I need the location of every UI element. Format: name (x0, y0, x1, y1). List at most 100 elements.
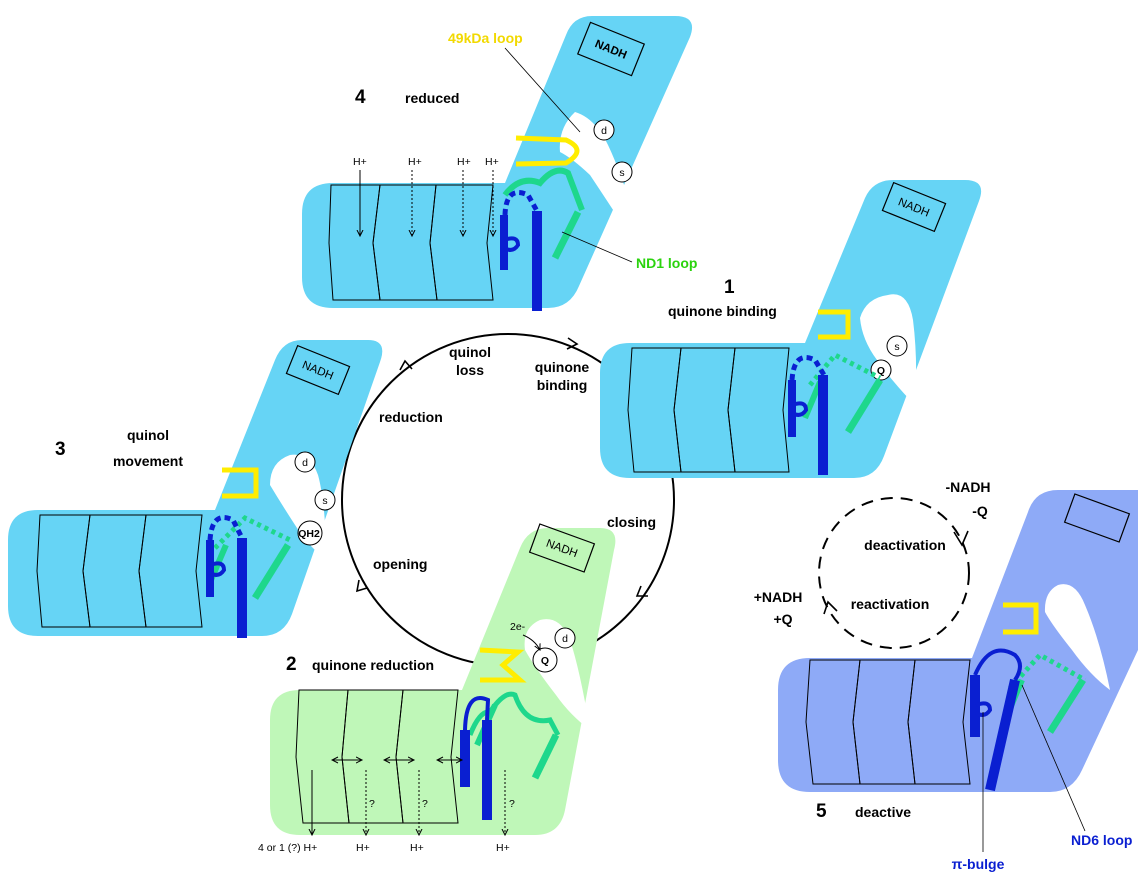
membrane-arm-shape (600, 180, 982, 478)
state-title: quinone reduction (312, 657, 434, 673)
unknown-mark: ? (369, 798, 375, 810)
state-title: deactive (855, 804, 911, 820)
proton-label: H+ (457, 156, 471, 168)
deact-label-reactivation: reactivation (851, 596, 930, 612)
site-d-label: d (562, 633, 568, 645)
membrane-subunit (907, 659, 971, 785)
state-number: 3 (55, 439, 66, 460)
nd1-helix (845, 378, 883, 434)
deactivation-arrowhead (953, 530, 969, 547)
callout-nd1-leader (561, 231, 633, 263)
state-title: quinone binding (668, 303, 777, 319)
site-s-circle (611, 161, 633, 183)
membrane-subunit (138, 514, 203, 628)
quinone-circle (870, 359, 892, 381)
nd1-loop (467, 691, 561, 737)
callout-nd6-leader (1021, 684, 1086, 832)
deact-minus-q: -Q (972, 503, 988, 519)
quinone-cavity (524, 619, 590, 730)
reactivation-arrowhead (823, 600, 838, 615)
pi-bulge (503, 236, 521, 252)
membrane-arm-shape (778, 490, 1138, 792)
nd6-helix-long (532, 211, 542, 311)
nd6-loop-dashed (789, 355, 827, 381)
quinone-circle (532, 647, 558, 673)
state-number: 5 (816, 801, 827, 822)
state-2-quinone-reduction: NADH d Q 2e- ? ? ? 4 or 1 (?) H+ H+ H+ H… (258, 523, 616, 854)
cycle-label-closing: closing (607, 514, 656, 530)
cycle-label-quinone-binding-2: binding (537, 377, 588, 393)
empty-nadh-box (1063, 493, 1131, 543)
site-d-circle (294, 451, 316, 473)
deactivation-cycle: -NADH -Q deactivation reactivation +NADH… (754, 479, 991, 649)
state-number: 1 (724, 277, 735, 298)
quinol-circle (297, 520, 323, 546)
state-number: 4 (355, 87, 366, 108)
cycle-label-quinol-loss-2: loss (456, 362, 484, 378)
cycle-label-opening: opening (373, 556, 427, 572)
cycle-label-quinone-binding-1: quinone (535, 359, 590, 375)
nd1-helix (531, 733, 560, 780)
proton-label: H+ (410, 842, 424, 854)
nd1-loop-dashed (213, 514, 292, 550)
unknown-mark: ? (422, 798, 428, 810)
unknown-mark: ? (509, 798, 515, 810)
proton-label: H+ (408, 156, 422, 168)
proton-label: H+ (496, 842, 510, 854)
nd6-loop-dashed (502, 190, 540, 216)
membrane-arm-shape (8, 340, 383, 636)
nd1-loop-dashed (808, 351, 882, 387)
nd6-helix-long (237, 538, 247, 638)
site-s-circle (314, 489, 336, 511)
nadh-box (285, 344, 351, 396)
deact-minus-nadh: -NADH (945, 479, 990, 495)
cycle-arrowhead-top (566, 337, 579, 350)
nd6-loop-dashed (207, 515, 245, 541)
site-s-label: s (619, 167, 624, 179)
callout-49kda-leader (504, 47, 581, 133)
nd6-helix-short (788, 380, 796, 437)
cycle-label-quinol-loss-1: quinol (449, 344, 491, 360)
nd6-helix-tilted (985, 678, 1020, 792)
membrane-subunit (727, 347, 790, 473)
state-3-quinol-movement: NADH d s QH2 3 quinol movement (8, 340, 383, 638)
nd1-loop (502, 167, 585, 212)
deact-plus-nadh: +NADH (754, 589, 803, 605)
nadh-box (528, 523, 596, 573)
nd6-helix-long (818, 375, 828, 475)
state-1-quinone-binding: NADH s Q 1 quinone binding (600, 180, 982, 478)
pi-bulge (791, 401, 809, 417)
deactivation-ring (818, 497, 970, 649)
site-d-circle (554, 627, 576, 649)
callout-nd6-loop: ND6 loop (1071, 832, 1132, 848)
quinol-label: QH2 (298, 528, 320, 540)
state-title-line2: movement (113, 453, 183, 469)
cycle-label-reduction: reduction (379, 409, 443, 425)
quinone-cavity (559, 112, 647, 262)
nadh-box (576, 21, 646, 77)
electron-arrow (522, 634, 540, 650)
proton-label: H+ (485, 156, 499, 168)
site-d-label: d (601, 125, 607, 137)
site-s-circle (886, 335, 908, 357)
nd1-helix (252, 543, 291, 600)
proton-label: H+ (353, 156, 367, 168)
state-title-line1: quinol (127, 427, 169, 443)
callout-nd1-loop: ND1 loop (636, 255, 697, 271)
state-5-deactive: 5 deactive (778, 490, 1138, 822)
nd6-loop (463, 696, 491, 731)
nd6-helix-short (970, 675, 980, 737)
quinone-label: Q (877, 365, 885, 377)
nd1-helix (802, 380, 823, 420)
site-d-circle (593, 119, 615, 141)
cycle-arrowhead-upper-left (399, 359, 413, 371)
callout-49kda-loop: 49kDa loop (448, 30, 523, 46)
pi-bulge (209, 561, 227, 577)
pi-bulge (975, 701, 993, 717)
state-title: reduced (405, 90, 459, 106)
quinone-label: Q (541, 655, 549, 667)
callout-pi-bulge: π-bulge (952, 856, 1005, 872)
membrane-arm-shape (302, 16, 693, 308)
cycle-arrowhead-lower-left (355, 579, 368, 593)
